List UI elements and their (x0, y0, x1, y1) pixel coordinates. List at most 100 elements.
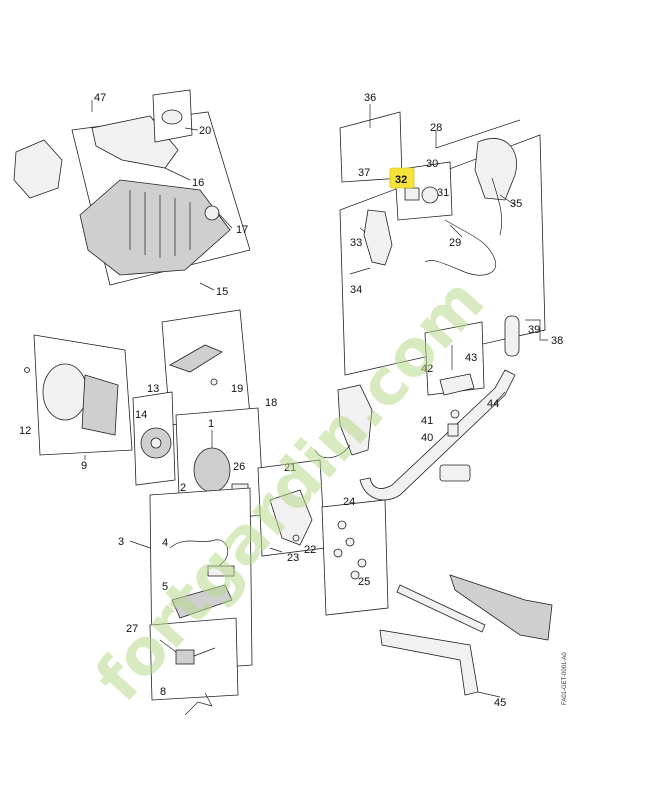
label-47[interactable]: 47 (94, 92, 106, 104)
label-21[interactable]: 21 (284, 462, 296, 474)
leader-3 (129, 540, 151, 549)
board-5[interactable] (171, 584, 233, 619)
loop-handle-tube[interactable] (359, 369, 516, 501)
label-31[interactable]: 31 (437, 187, 449, 199)
gear-housing-group (257, 459, 326, 557)
label-45[interactable]: 45 (494, 697, 506, 709)
label-38[interactable]: 38 (551, 335, 563, 347)
label-1[interactable]: 1 (208, 418, 214, 430)
spring-40[interactable] (447, 423, 459, 437)
label-8[interactable]: 8 (160, 686, 166, 698)
label-32[interactable]: 32 (395, 174, 407, 186)
switch-27-part[interactable] (175, 649, 195, 665)
label-4[interactable]: 4 (162, 537, 168, 549)
label-36[interactable]: 36 (364, 92, 376, 104)
label-3[interactable]: 3 (118, 536, 124, 548)
shaft-tube[interactable] (379, 629, 479, 696)
label-42[interactable]: 42 (421, 363, 433, 375)
fan-cover-ring[interactable] (42, 363, 88, 421)
label-39[interactable]: 39 (528, 324, 540, 336)
label-16[interactable]: 16 (192, 177, 204, 189)
label-17[interactable]: 17 (236, 224, 248, 236)
cap-44-part[interactable] (439, 464, 471, 482)
shaft-head[interactable] (449, 574, 553, 641)
reference-code: FA01-GET-0001-A0 (562, 652, 568, 705)
label-19[interactable]: 19 (231, 383, 243, 395)
label-26[interactable]: 26 (233, 461, 245, 473)
small-parts-panel (321, 499, 389, 616)
label-37[interactable]: 37 (358, 167, 370, 179)
fan-cover-group (24, 334, 133, 456)
spring-clip-8 (184, 692, 213, 716)
label-43[interactable]: 43 (465, 352, 477, 364)
grip-part[interactable] (504, 315, 520, 357)
part-25b[interactable] (350, 570, 360, 580)
screw-19[interactable] (210, 378, 218, 386)
part-25a[interactable] (357, 558, 367, 568)
highlight-32 (389, 167, 415, 189)
part-24b[interactable] (345, 537, 355, 547)
wire-harness-4 (169, 539, 229, 576)
leader-15 (199, 282, 215, 291)
clamp-cable (314, 444, 351, 458)
label-27[interactable]: 27 (126, 623, 138, 635)
cable-29 (424, 219, 497, 276)
clamp-part[interactable] (337, 384, 373, 456)
label-18[interactable]: 18 (265, 397, 277, 409)
connector-part[interactable] (207, 565, 235, 577)
fan-wheel-hub (150, 437, 162, 449)
leader-35 (499, 194, 516, 206)
leader-44 (493, 391, 506, 405)
label-28[interactable]: 28 (430, 122, 442, 134)
label-22[interactable]: 22 (304, 544, 316, 556)
nut-41[interactable] (450, 409, 460, 419)
screw-12[interactable] (24, 367, 30, 373)
cover-cap-left[interactable] (13, 139, 63, 199)
fan-cover-body[interactable] (81, 374, 119, 436)
label-9[interactable]: 9 (81, 460, 87, 472)
housing-seal-part[interactable] (204, 205, 220, 221)
label-12[interactable]: 12 (19, 425, 31, 437)
cable-35 (491, 177, 503, 236)
cap-part[interactable] (161, 109, 183, 125)
part-24c[interactable] (333, 548, 343, 558)
spring-part[interactable] (404, 187, 420, 201)
gear-housing-part[interactable] (269, 489, 313, 546)
switch-27-group (149, 617, 239, 701)
label-40[interactable]: 40 (421, 432, 433, 444)
nut-part[interactable] (421, 186, 439, 204)
label-5[interactable]: 5 (162, 581, 168, 593)
housing-lower-shell[interactable] (79, 179, 231, 276)
leader-29 (449, 224, 463, 238)
filter-part[interactable] (169, 344, 223, 373)
label-33[interactable]: 33 (350, 237, 362, 249)
bracket-group (424, 321, 485, 437)
label-34[interactable]: 34 (350, 284, 362, 296)
label-35[interactable]: 35 (510, 198, 522, 210)
shaft-group (379, 574, 553, 696)
label-13[interactable]: 13 (147, 383, 159, 395)
small-parts-group (321, 499, 389, 616)
trigger-part[interactable] (363, 209, 393, 266)
leader-16 (164, 167, 191, 181)
shaft-rod[interactable] (396, 584, 486, 633)
label-20[interactable]: 20 (199, 125, 211, 137)
label-25[interactable]: 25 (358, 576, 370, 588)
label-41[interactable]: 41 (421, 415, 433, 427)
label-23[interactable]: 23 (287, 552, 299, 564)
motor-part[interactable] (193, 447, 231, 493)
housing-group (13, 111, 251, 286)
label-24[interactable]: 24 (343, 496, 355, 508)
label-15[interactable]: 15 (216, 286, 228, 298)
label-14[interactable]: 14 (135, 409, 147, 421)
label-30[interactable]: 30 (426, 158, 438, 170)
screw-22[interactable] (292, 534, 300, 542)
label-2[interactable]: 2 (180, 482, 186, 494)
screw-33 (359, 227, 366, 233)
part-24a[interactable] (337, 520, 347, 530)
leader-lines (84, 100, 548, 698)
label-29[interactable]: 29 (449, 237, 461, 249)
bracket-part[interactable] (439, 373, 475, 396)
label-44[interactable]: 44 (487, 398, 499, 410)
